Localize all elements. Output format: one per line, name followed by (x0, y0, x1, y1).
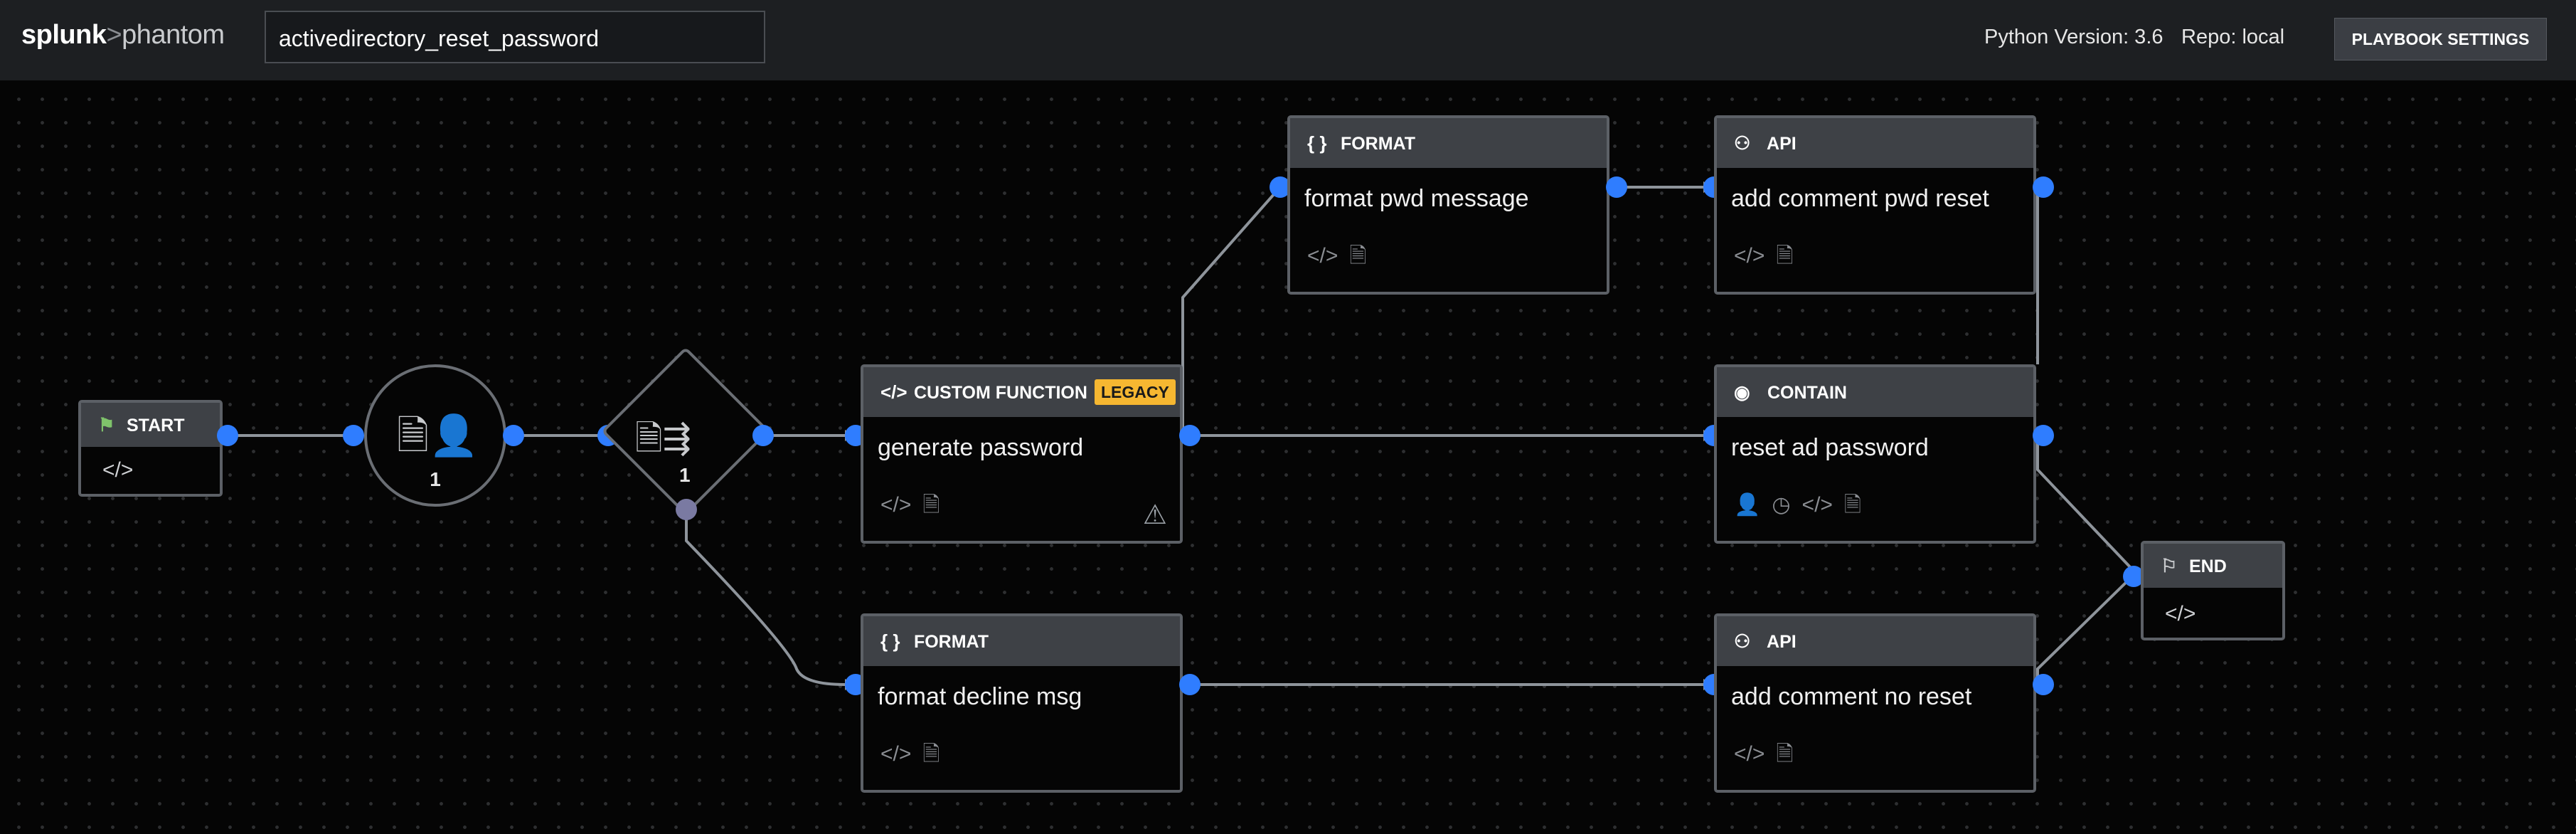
node-title: format pwd message (1304, 185, 1529, 212)
contain-icon: ◉ (1734, 381, 1750, 403)
end-node[interactable]: ⚐ END </> (2141, 541, 2285, 640)
clock-icon[interactable]: ◷ (1772, 493, 1791, 517)
edge-decision-format-decline (685, 510, 846, 686)
node-type-label: API (1767, 632, 1797, 652)
document-icon[interactable]: 🗎 (1776, 742, 1794, 766)
python-version-label: Python Version: 3.6 (1984, 26, 2163, 48)
user-check-icon[interactable]: 👤 (1734, 493, 1761, 517)
braces-icon: { } (880, 630, 900, 652)
splunk-phantom-logo[interactable]: splunk>phantom (21, 20, 225, 50)
contain-node[interactable]: ◉ CONTAIN reset ad password 👤 ◷ </> 🗎 (1714, 364, 2036, 544)
edge-contain-end (2036, 436, 2134, 571)
node-title: reset ad password (1731, 434, 1929, 461)
checkered-flag-icon: ⚐ (2161, 555, 2178, 576)
decision-bottom-port[interactable] (676, 499, 697, 520)
branch-icon: 🗎⇶ (635, 420, 691, 458)
code-icon[interactable]: </> (1734, 742, 1765, 766)
document-icon[interactable]: 🗎 (1776, 244, 1794, 268)
api-no-reset-node[interactable]: ⚇ API add comment no reset </> 🗎 (1714, 613, 2036, 793)
format-pwd-node[interactable]: { } FORMAT format pwd message </> 🗎 (1287, 115, 1609, 295)
code-icon[interactable]: </> (880, 742, 912, 766)
end-node-label: END (2189, 556, 2227, 576)
prompt-count: 1 (430, 468, 441, 490)
format-decline-node[interactable]: { } FORMAT format decline msg </> 🗎 (861, 613, 1183, 793)
warning-icon[interactable]: ⚠ (1142, 500, 1167, 530)
api-icon: ⚇ (1734, 132, 1751, 154)
custom-function-output-port[interactable] (1179, 425, 1201, 446)
node-type-label: CONTAIN (1767, 383, 1847, 403)
node-type-label: CUSTOM FUNCTION (913, 383, 1087, 403)
node-title: format decline msg (878, 683, 1082, 710)
node-type-label: FORMAT (913, 632, 989, 652)
start-node-label: START (127, 416, 185, 436)
repo-label: Repo: local (2181, 26, 2285, 48)
document-icon[interactable]: 🗎 (922, 742, 940, 766)
node-type-label: API (1767, 134, 1797, 154)
braces-icon: { } (1307, 132, 1327, 154)
legacy-badge: LEGACY (1094, 379, 1176, 406)
playbook-settings-button[interactable]: PLAYBOOK SETTINGS (2334, 18, 2547, 60)
node-title: add comment pwd reset (1731, 185, 1989, 212)
node-title: add comment no reset (1731, 683, 1972, 710)
node-title: generate password (878, 434, 1084, 461)
playbook-name-input[interactable]: activedirectory_reset_password (265, 11, 765, 63)
document-icon[interactable]: 🗎 (1349, 244, 1367, 268)
code-icon[interactable]: </> (880, 493, 912, 517)
document-icon[interactable]: 🗎 (1843, 493, 1862, 517)
custom-function-node[interactable]: </> CUSTOM FUNCTION LEGACY generate passw… (861, 364, 1183, 544)
user-check-icon: 🗎👤 (397, 413, 479, 458)
code-icon[interactable]: </> (1801, 493, 1833, 517)
api-pwd-node[interactable]: ⚇ API add comment pwd reset </> 🗎 (1714, 115, 2036, 295)
format-pwd-output-port[interactable] (1606, 176, 1627, 198)
code-icon: </> (880, 381, 908, 403)
edge-api-no-reset-end (2036, 575, 2134, 685)
contain-output-port[interactable] (2033, 425, 2054, 446)
api-no-reset-output-port[interactable] (2033, 674, 2054, 695)
code-icon[interactable]: </> (102, 458, 134, 482)
top-bar: splunk>phantom activedirectory_reset_pas… (0, 0, 2576, 80)
flag-icon: ⚑ (98, 414, 115, 436)
decision-output-port[interactable] (752, 425, 774, 446)
prompt-input-port[interactable] (343, 425, 364, 446)
edge-custom-format-pwd (1181, 186, 1282, 437)
format-decline-output-port[interactable] (1179, 674, 1201, 695)
code-icon[interactable]: </> (1307, 244, 1338, 268)
api-pwd-output-port[interactable] (2033, 176, 2054, 198)
document-icon[interactable]: 🗎 (922, 493, 940, 517)
api-icon: ⚇ (1734, 630, 1751, 652)
code-icon[interactable]: </> (2165, 602, 2196, 626)
prompt-output-port[interactable] (503, 425, 524, 446)
node-type-label: FORMAT (1340, 134, 1416, 154)
prompt-node[interactable]: 🗎👤 1 (364, 364, 506, 507)
code-icon[interactable]: </> (1734, 244, 1765, 268)
start-node[interactable]: ⚑ START </> (78, 400, 223, 497)
decision-count: 1 (679, 464, 691, 486)
start-output-port[interactable] (217, 425, 238, 446)
